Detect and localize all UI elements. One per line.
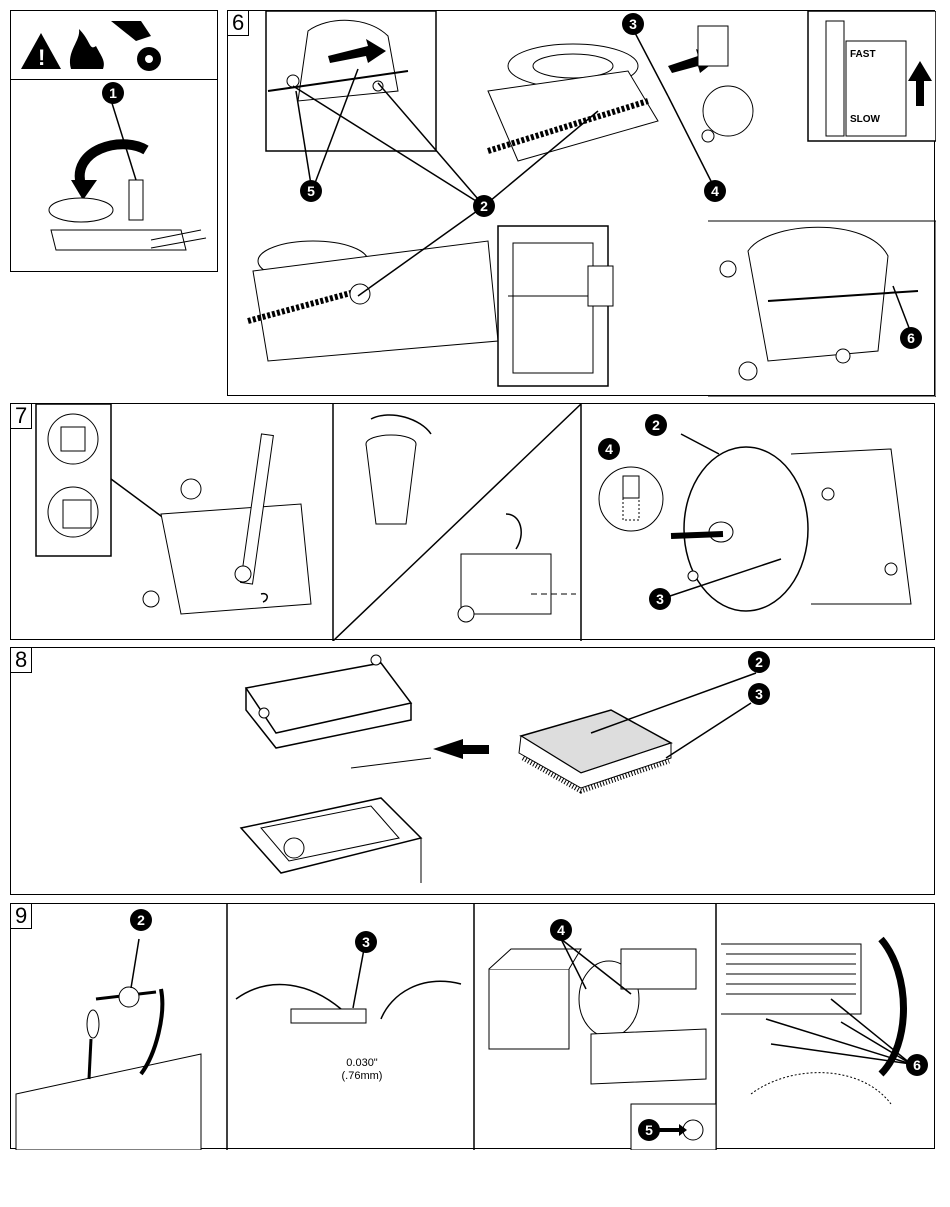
callout-2: 2 xyxy=(473,195,495,217)
svg-text:!: ! xyxy=(38,45,45,70)
spark-plug-muffler-illustration xyxy=(15,904,912,1150)
callout-5: 5 xyxy=(638,1119,660,1141)
fast-label: FAST xyxy=(850,49,876,60)
air-filter-illustration xyxy=(239,654,757,883)
callout-6: 6 xyxy=(906,1054,928,1076)
gap-inch: 0.030" xyxy=(346,1057,378,1069)
step-number: 8 xyxy=(11,648,33,673)
callout-4: 4 xyxy=(598,438,620,460)
callout-1: 1 xyxy=(102,82,124,104)
step-number: 7 xyxy=(11,404,33,429)
step-number: 9 xyxy=(11,904,33,929)
step8-panel: 8 2 3 xyxy=(10,647,935,895)
carburetor-governor-illustration xyxy=(247,11,936,397)
hand-blade-icon xyxy=(111,21,151,41)
step7-panel: 7 xyxy=(10,403,935,641)
callout-2: 2 xyxy=(130,909,152,931)
warning-icons-panel: ! xyxy=(10,10,218,80)
callout-2: 2 xyxy=(748,651,770,673)
step-number: 6 xyxy=(228,11,250,36)
speed-adjust-illustration xyxy=(35,404,912,641)
callout-4: 4 xyxy=(550,919,572,941)
callout-6: 6 xyxy=(900,327,922,349)
callout-4: 4 xyxy=(704,180,726,202)
callout-5: 5 xyxy=(300,180,322,202)
fire-icon xyxy=(69,29,104,69)
gap-mm: (.76mm) xyxy=(341,1070,383,1082)
step1-panel: 1 xyxy=(10,79,218,272)
step6-panel: 6 xyxy=(227,10,936,397)
step9-panel: 9 0.030" ( xyxy=(10,903,935,1150)
callout-2: 2 xyxy=(645,414,667,436)
callout-3: 3 xyxy=(748,683,770,705)
fuel-shutoff-illustration xyxy=(48,99,207,251)
callout-3: 3 xyxy=(355,931,377,953)
slow-label: SLOW xyxy=(850,114,880,125)
callout-3: 3 xyxy=(649,588,671,610)
warning-triangle-icon: ! xyxy=(21,21,161,71)
callout-3: 3 xyxy=(622,13,644,35)
